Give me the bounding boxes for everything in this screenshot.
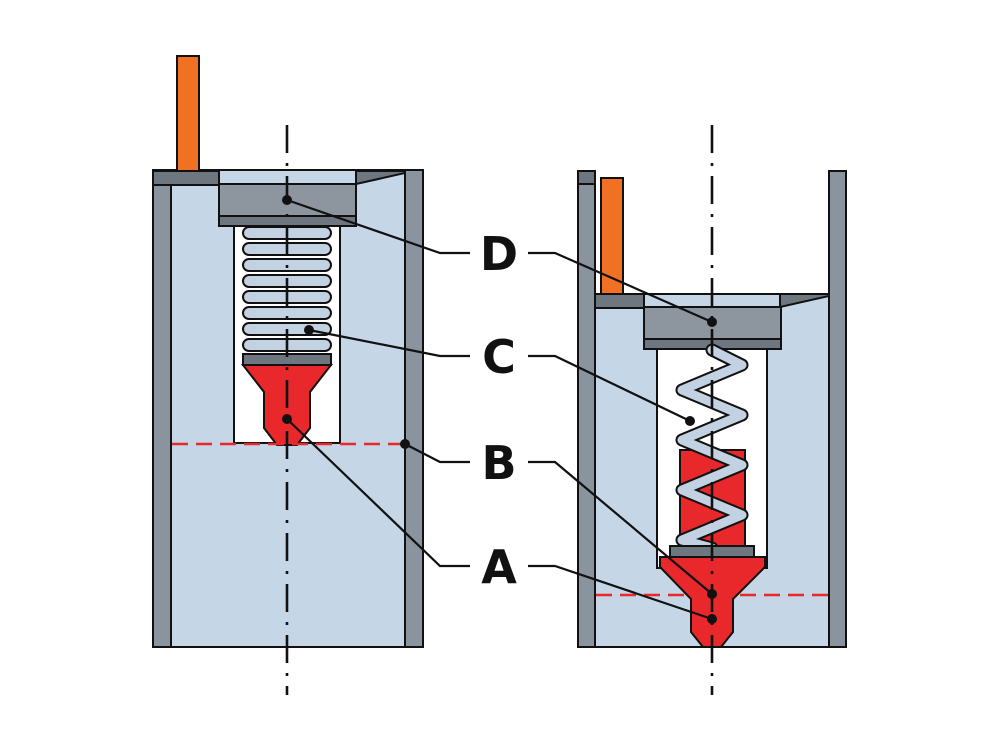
label-b: B [481, 436, 516, 490]
leader-c-left [308, 328, 470, 358]
leader-a-right [528, 564, 713, 621]
left-top-flange [152, 170, 220, 186]
dot-c-right [685, 416, 695, 426]
dot-a-left [282, 414, 292, 424]
right-top-flange [594, 293, 645, 309]
dot-c-left [304, 325, 314, 335]
dot-b-left [400, 439, 410, 449]
left-assembly [152, 55, 424, 695]
leader-c-right [528, 354, 691, 422]
leader-d-right [528, 251, 713, 324]
label-d: D [480, 227, 518, 281]
label-a: A [481, 540, 517, 594]
leader-b-left [404, 443, 470, 464]
left-top-chamfer [355, 170, 406, 186]
leader-b-right [528, 460, 713, 595]
dot-a-right [707, 614, 717, 624]
right-assembly [577, 125, 847, 695]
label-c: C [482, 330, 516, 384]
right-top-chamfer [779, 293, 830, 309]
leaders [282, 195, 717, 624]
leader-d-left [286, 198, 470, 255]
dot-d-right [707, 317, 717, 327]
leader-a-left [286, 418, 470, 568]
dot-d-left [282, 195, 292, 205]
left-tank-wall-left [152, 169, 172, 648]
dot-b-right [707, 589, 717, 599]
right-tank-wall-right [828, 170, 847, 648]
right-wall-cap [577, 170, 596, 185]
right-orange-rod [600, 177, 624, 295]
left-tank-wall-right [404, 169, 424, 648]
left-orange-rod [176, 55, 200, 173]
